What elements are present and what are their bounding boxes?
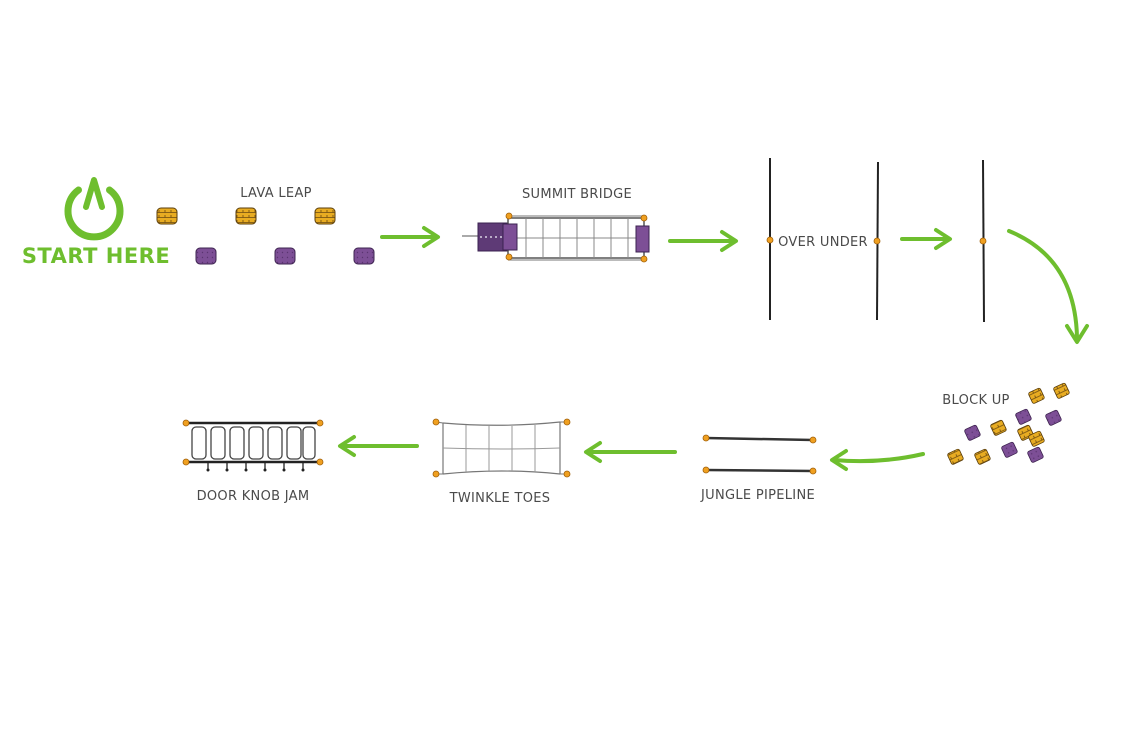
purple-block <box>1027 446 1044 463</box>
station-lava-leap: LAVA LEAP <box>156 186 375 265</box>
station-label-door-knob-jam: DOOR KNOB JAM <box>197 489 310 504</box>
start-label: START HERE <box>22 244 170 268</box>
purple-stone <box>274 247 296 265</box>
gold-stone <box>314 207 336 225</box>
station-block-up: BLOCK UP <box>942 382 1070 465</box>
gold-block <box>947 448 964 465</box>
jungle-pipeline-pipes <box>702 434 817 475</box>
block-up-blocks <box>947 382 1070 465</box>
corner-post <box>640 255 648 263</box>
gold-stone <box>235 207 257 225</box>
lava-leap-stepping-stones <box>156 207 375 265</box>
pipe <box>705 436 814 442</box>
station-twinkle-toes: TWINKLE TOES <box>432 418 571 506</box>
power-button-icon <box>64 177 124 241</box>
start-group: START HERE <box>22 177 170 268</box>
green-curved-arrow <box>1007 229 1089 344</box>
corner-post <box>640 214 648 222</box>
station-label-lava-leap: LAVA LEAP <box>240 186 312 201</box>
green-arrow <box>900 228 952 250</box>
gold-block <box>1028 430 1045 447</box>
door-knob-jam-frame <box>182 419 324 472</box>
purple-block <box>964 424 981 441</box>
gold-block <box>990 419 1007 436</box>
summit-bridge-structure <box>462 212 650 263</box>
purple-stone <box>353 247 375 265</box>
green-arrow <box>830 449 925 471</box>
gold-stone <box>156 207 178 225</box>
gold-block <box>1053 382 1070 399</box>
green-arrow <box>380 226 440 248</box>
station-label-block-up: BLOCK UP <box>942 393 1009 408</box>
station-summit-bridge: SUMMIT BRIDGE <box>462 187 650 263</box>
green-arrow <box>584 441 677 463</box>
station-label-summit-bridge: SUMMIT BRIDGE <box>522 187 632 202</box>
pipe <box>705 468 814 473</box>
purple-block <box>1015 408 1032 425</box>
corner-post <box>505 253 513 261</box>
corner-post <box>505 212 513 220</box>
green-arrow <box>338 435 419 457</box>
purple-stone <box>195 247 217 265</box>
purple-block <box>1001 441 1018 458</box>
station-over-under: OVER UNDER <box>766 158 987 323</box>
gold-block <box>974 448 991 465</box>
purple-block <box>1045 409 1062 426</box>
station-jungle-pipeline: JUNGLE PIPELINE <box>700 434 817 503</box>
twinkle-toes-net <box>432 418 571 478</box>
station-label-twinkle-toes: TWINKLE TOES <box>449 491 551 506</box>
station-label-over-under: OVER UNDER <box>778 235 868 250</box>
gold-block <box>1028 387 1045 404</box>
green-arrow <box>668 230 738 252</box>
station-label-jungle-pipeline: JUNGLE PIPELINE <box>700 488 815 503</box>
station-door-knob-jam: DOOR KNOB JAM <box>182 419 324 504</box>
over-under-poles <box>766 158 987 323</box>
